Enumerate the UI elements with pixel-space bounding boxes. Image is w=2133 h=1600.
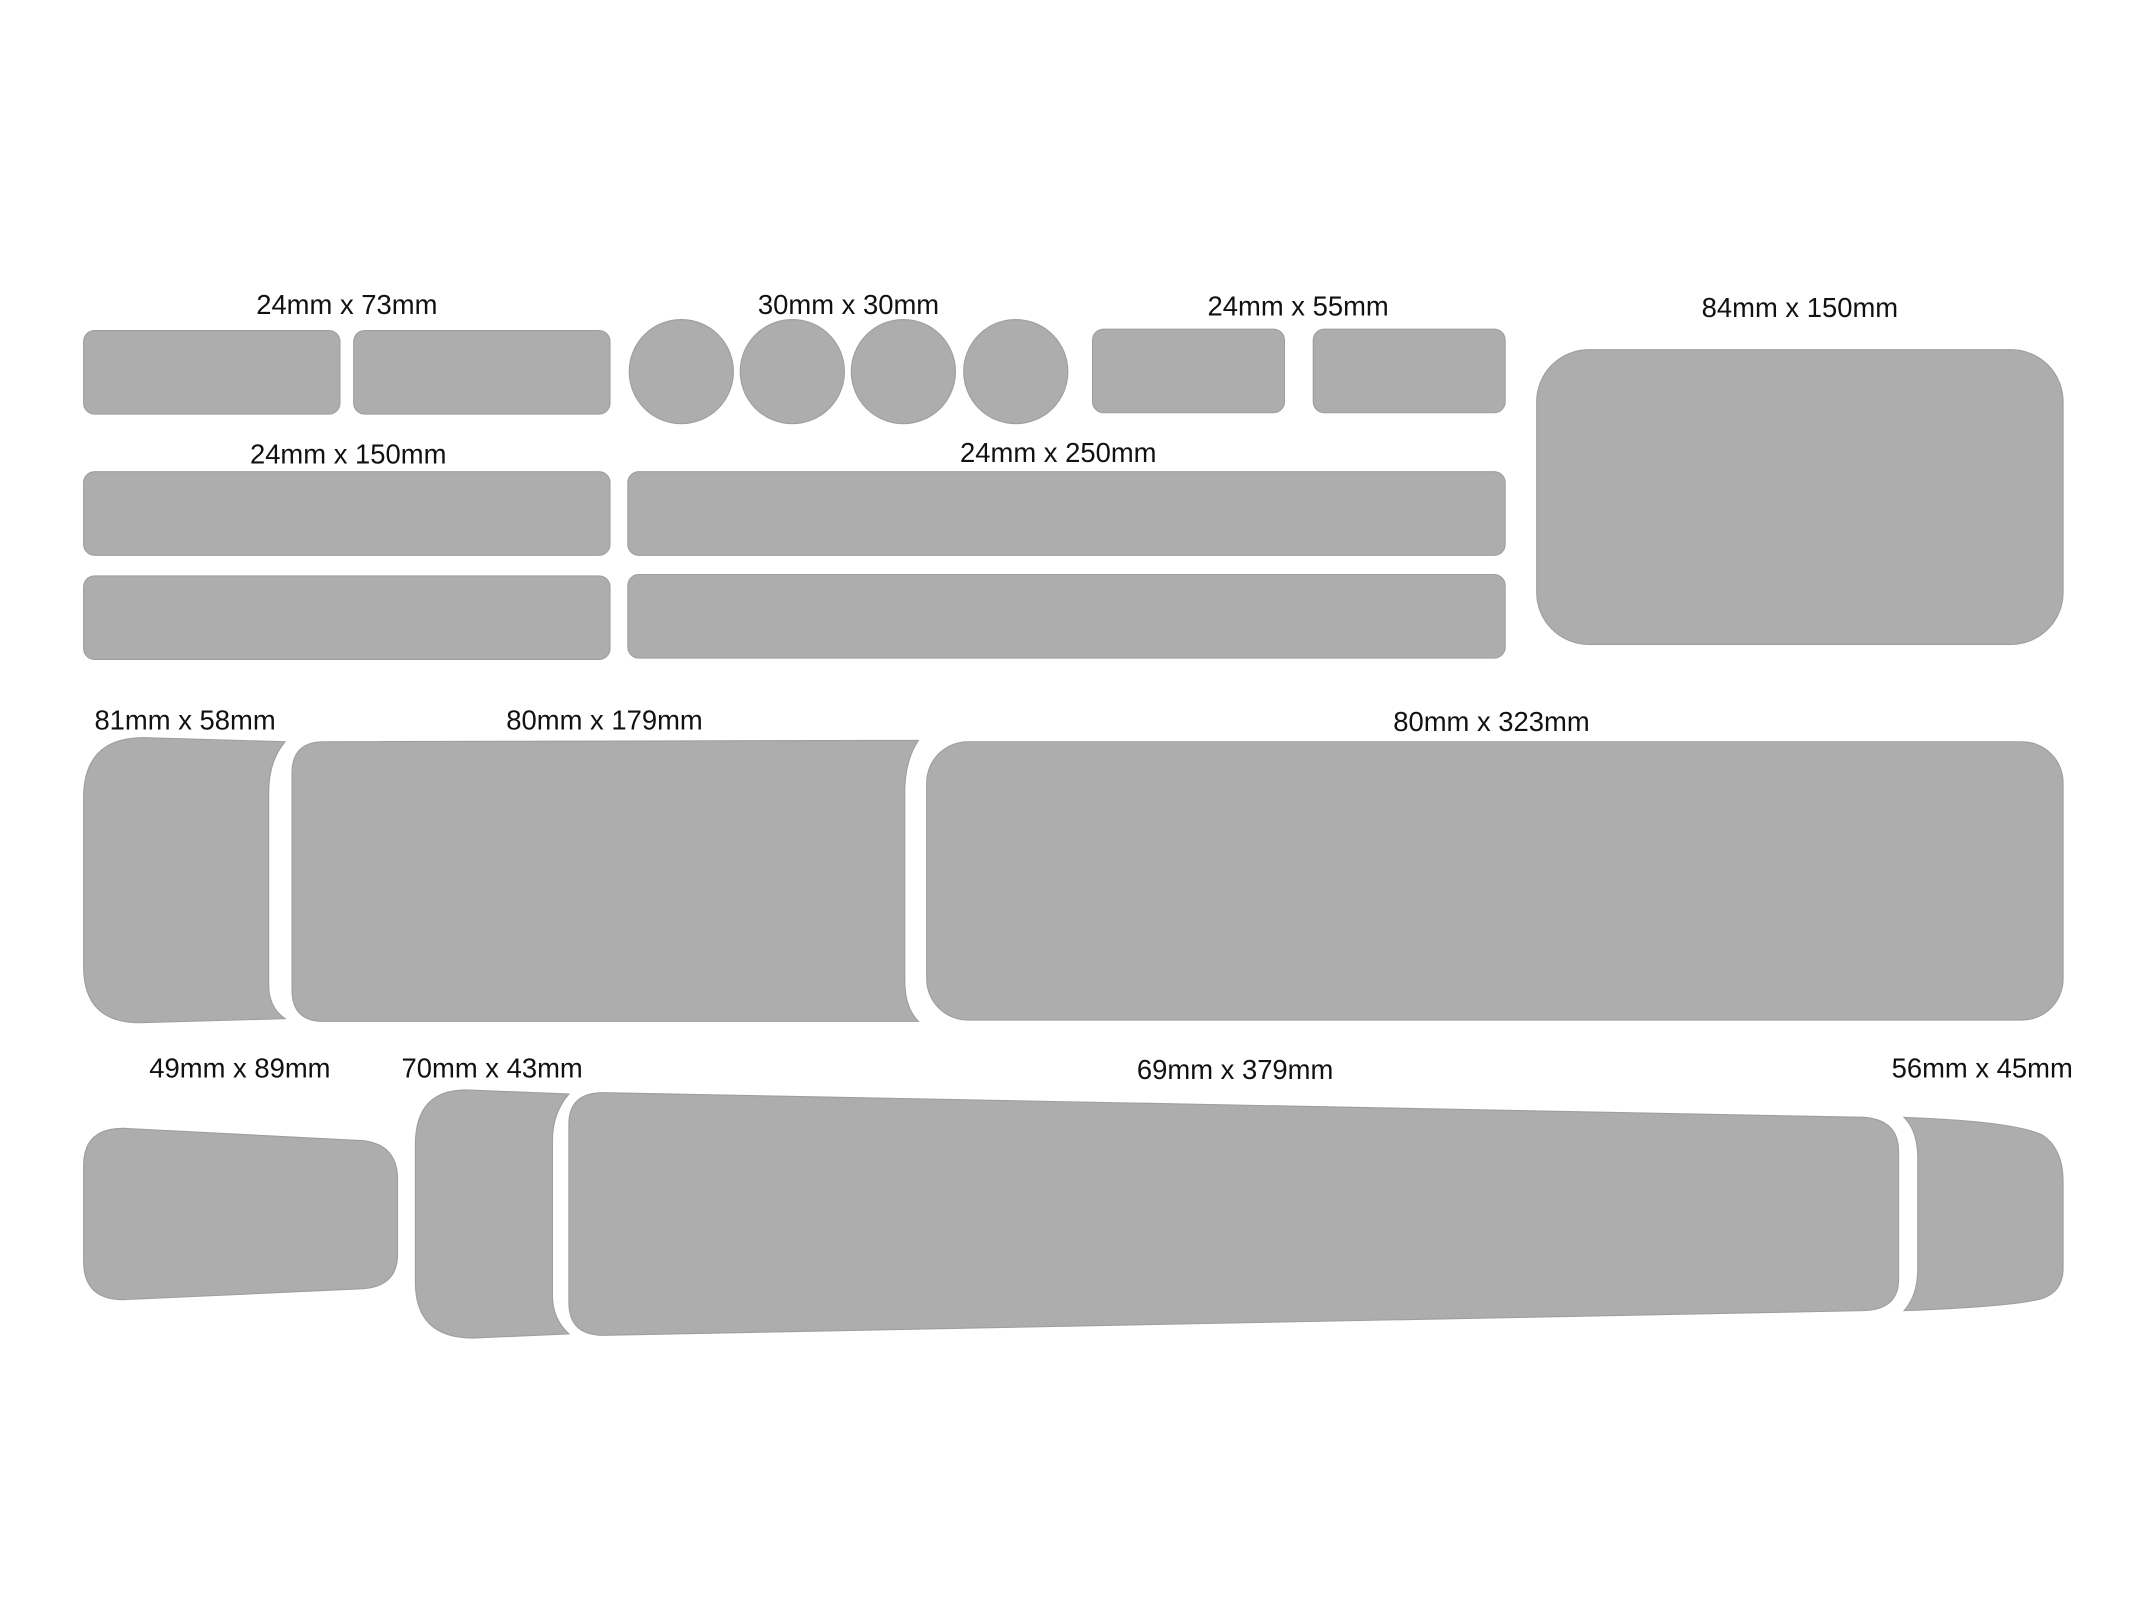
label-24x73: 24mm x 73mm bbox=[256, 289, 437, 320]
label-84x150: 84mm x 150mm bbox=[1702, 292, 1898, 323]
piece-circle-3 bbox=[850, 318, 957, 425]
label-30x30: 30mm x 30mm bbox=[758, 289, 939, 320]
label-49x89: 49mm x 89mm bbox=[149, 1053, 330, 1084]
piece-69x379 bbox=[568, 1092, 1900, 1336]
piece-81x58 bbox=[83, 737, 287, 1024]
piece-80x179 bbox=[291, 739, 920, 1022]
piece-49x89 bbox=[83, 1127, 399, 1301]
piece-80x323 bbox=[926, 741, 2064, 1021]
piece-56x45 bbox=[1902, 1116, 2064, 1312]
piece-70x43 bbox=[414, 1089, 571, 1339]
label-24x55: 24mm x 55mm bbox=[1208, 290, 1389, 321]
piece-circle-4 bbox=[963, 318, 1069, 425]
piece-circle-2 bbox=[739, 318, 845, 425]
label-56x45: 56mm x 45mm bbox=[1892, 1053, 2073, 1084]
piece-24x150-2 bbox=[83, 575, 611, 661]
piece-24x150-1 bbox=[83, 471, 611, 556]
piece-24x55-2 bbox=[1312, 328, 1506, 414]
label-24x250: 24mm x 250mm bbox=[960, 437, 1156, 468]
label-80x323: 80mm x 323mm bbox=[1393, 706, 1589, 737]
piece-24x73-2 bbox=[353, 329, 611, 415]
label-81x58: 81mm x 58mm bbox=[94, 704, 275, 735]
label-24x150: 24mm x 150mm bbox=[250, 438, 446, 469]
piece-84x150 bbox=[1536, 349, 2064, 645]
piece-24x73-1 bbox=[83, 329, 341, 415]
piece-circle-1 bbox=[628, 318, 734, 425]
label-80x179: 80mm x 179mm bbox=[506, 704, 702, 735]
piece-24x250-2 bbox=[627, 573, 1506, 659]
label-69x379: 69mm x 379mm bbox=[1137, 1054, 1333, 1085]
piece-24x55-1 bbox=[1091, 328, 1286, 414]
piece-24x250-1 bbox=[627, 471, 1506, 556]
label-70x43: 70mm x 43mm bbox=[402, 1053, 583, 1084]
